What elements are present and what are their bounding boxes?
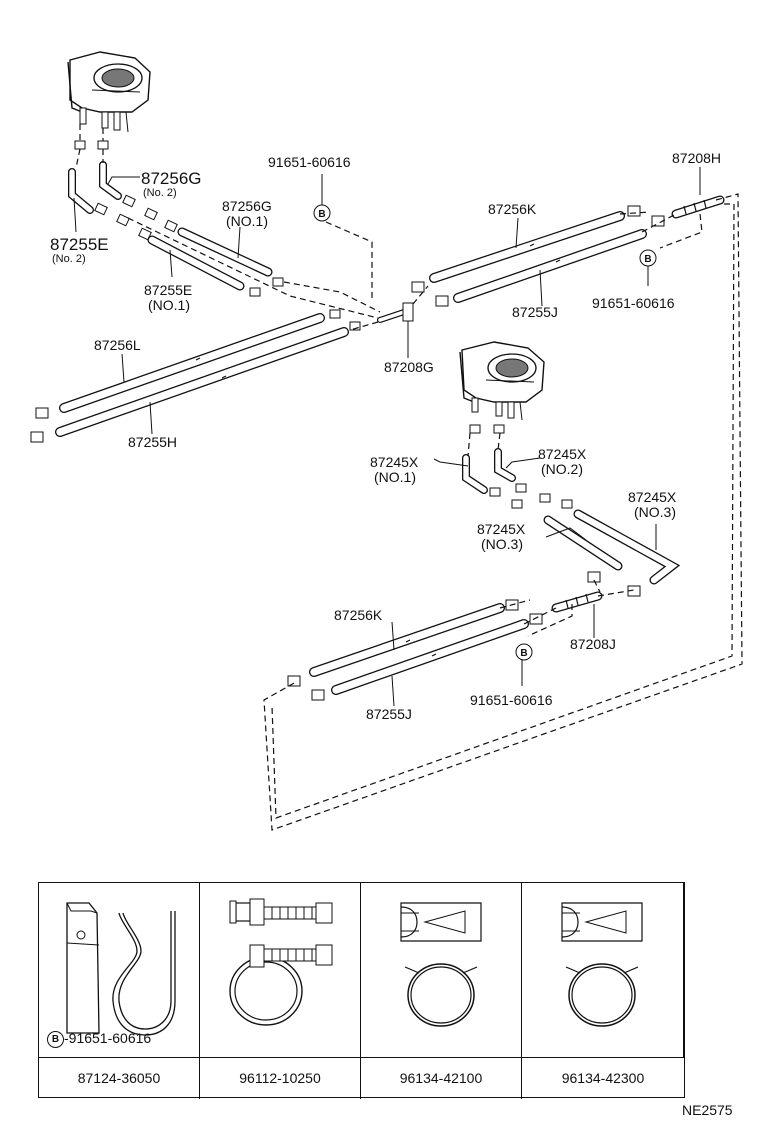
reference-code: NE2575 — [682, 1102, 733, 1118]
svg-text:(NO.3): (NO.3) — [481, 536, 523, 552]
callout-87256G-no1: 87256G (NO.1) — [222, 198, 272, 229]
callout-87256G-no2: 87256G (No. 2) — [141, 169, 202, 199]
svg-text:(NO.1): (NO.1) — [148, 297, 190, 313]
callout-91651-right: 91651-60616 — [592, 295, 675, 311]
b-marker-right: B — [639, 249, 657, 267]
hoses-87245X-no3 — [543, 509, 681, 597]
washer-hose-diagram: B B B 87256G (No. 2) 87255E — [30, 51, 743, 831]
svg-text:87255E: 87255E — [50, 235, 109, 254]
callout-87245X-no1: 87245X (NO.1) — [370, 454, 419, 485]
parts-cell-spring-clamp-b — [522, 883, 684, 1057]
washer-pump-upper — [67, 51, 151, 133]
routing-dashed-lines — [127, 193, 743, 831]
svg-text:87256G: 87256G — [141, 169, 202, 188]
callout-87255J-top: 87255J — [512, 304, 558, 320]
callout-87245X-no3-right: 87245X (NO.3) — [628, 489, 677, 520]
callout-87255E-no2: 87255E (No. 2) — [50, 235, 109, 265]
svg-text:B: B — [644, 254, 651, 265]
svg-text:B: B — [318, 209, 325, 220]
hoses-upper-right — [411, 205, 665, 307]
svg-text:(NO.1): (NO.1) — [374, 469, 416, 485]
svg-text:87256G: 87256G — [222, 198, 272, 214]
callout-87245X-no3-left: 87245X (NO.3) — [477, 521, 526, 552]
parts-table: B-91651-60616 — [38, 882, 685, 1099]
parts-cell-spring-clamp-a — [361, 883, 522, 1057]
callout-87256L: 87256L — [94, 337, 141, 353]
parts-cell-clamp-bracket: B-91651-60616 — [39, 883, 200, 1057]
b-marker-top: B — [313, 204, 331, 222]
leader-lines — [73, 167, 701, 707]
callout-87208J: 87208J — [570, 636, 616, 652]
clamp-bracket-icon — [66, 902, 176, 1036]
part-number-row: 87124-36050 96112-10250 96134-42100 9613… — [39, 1057, 684, 1099]
joint-87208G — [377, 302, 414, 350]
hoses-lower — [287, 599, 543, 701]
callout-87255H: 87255H — [128, 434, 177, 450]
b-marker-bottom: B — [515, 643, 533, 661]
svg-text:87245X: 87245X — [370, 454, 419, 470]
washer-pump-lower — [459, 341, 545, 434]
hoses-no2-upper — [68, 148, 122, 214]
svg-text:(NO.2): (NO.2) — [541, 461, 583, 477]
spring-clamp-b-icon — [561, 902, 643, 1027]
svg-text:87255E: 87255E — [144, 282, 192, 298]
svg-text:87245X: 87245X — [628, 489, 677, 505]
clamp-bracket-callout: B-91651-60616 — [47, 1030, 151, 1048]
spring-clamp-a-icon — [400, 902, 482, 1027]
connectors-upper-left — [94, 194, 178, 241]
svg-text:87245X: 87245X — [477, 521, 526, 537]
svg-text:B: B — [520, 648, 527, 659]
part-number-4: 96134-42300 — [561, 1070, 645, 1086]
callout-87256K-top: 87256K — [488, 201, 537, 217]
callout-87208H: 87208H — [672, 150, 721, 166]
part-number-2: 96112-10250 — [200, 1058, 361, 1099]
svg-text:(NO.1): (NO.1) — [226, 213, 268, 229]
hoses-no1-upper — [147, 227, 284, 297]
hoses-87245X-no1-no2 — [462, 448, 573, 509]
callout-87255J-bottom: 87255J — [366, 706, 412, 722]
joint-87208J — [551, 591, 603, 613]
svg-text:(NO.3): (NO.3) — [634, 504, 676, 520]
joint-87208H — [671, 195, 725, 219]
callout-87208G: 87208G — [384, 359, 434, 375]
callout-91651-bottom: 91651-60616 — [470, 692, 553, 708]
parts-cell-screw-clamp — [200, 883, 361, 1057]
screw-clamp-icon — [229, 898, 333, 1026]
part-number-3: 96134-42100 — [361, 1058, 522, 1099]
part-number-1: 87124-36050 — [39, 1058, 200, 1099]
callout-87255E-no1: 87255E (NO.1) — [144, 282, 192, 313]
callout-87256K-bottom: 87256K — [334, 607, 383, 623]
svg-text:87245X: 87245X — [538, 446, 587, 462]
callout-91651-top: 91651-60616 — [268, 154, 351, 170]
svg-text:(No. 2): (No. 2) — [143, 187, 177, 199]
svg-text:(No. 2): (No. 2) — [52, 253, 86, 265]
hoses-87256L-87255H — [30, 309, 361, 443]
callout-87245X-no2: 87245X (NO.2) — [538, 446, 587, 477]
b-marker-table: B — [47, 1030, 64, 1048]
